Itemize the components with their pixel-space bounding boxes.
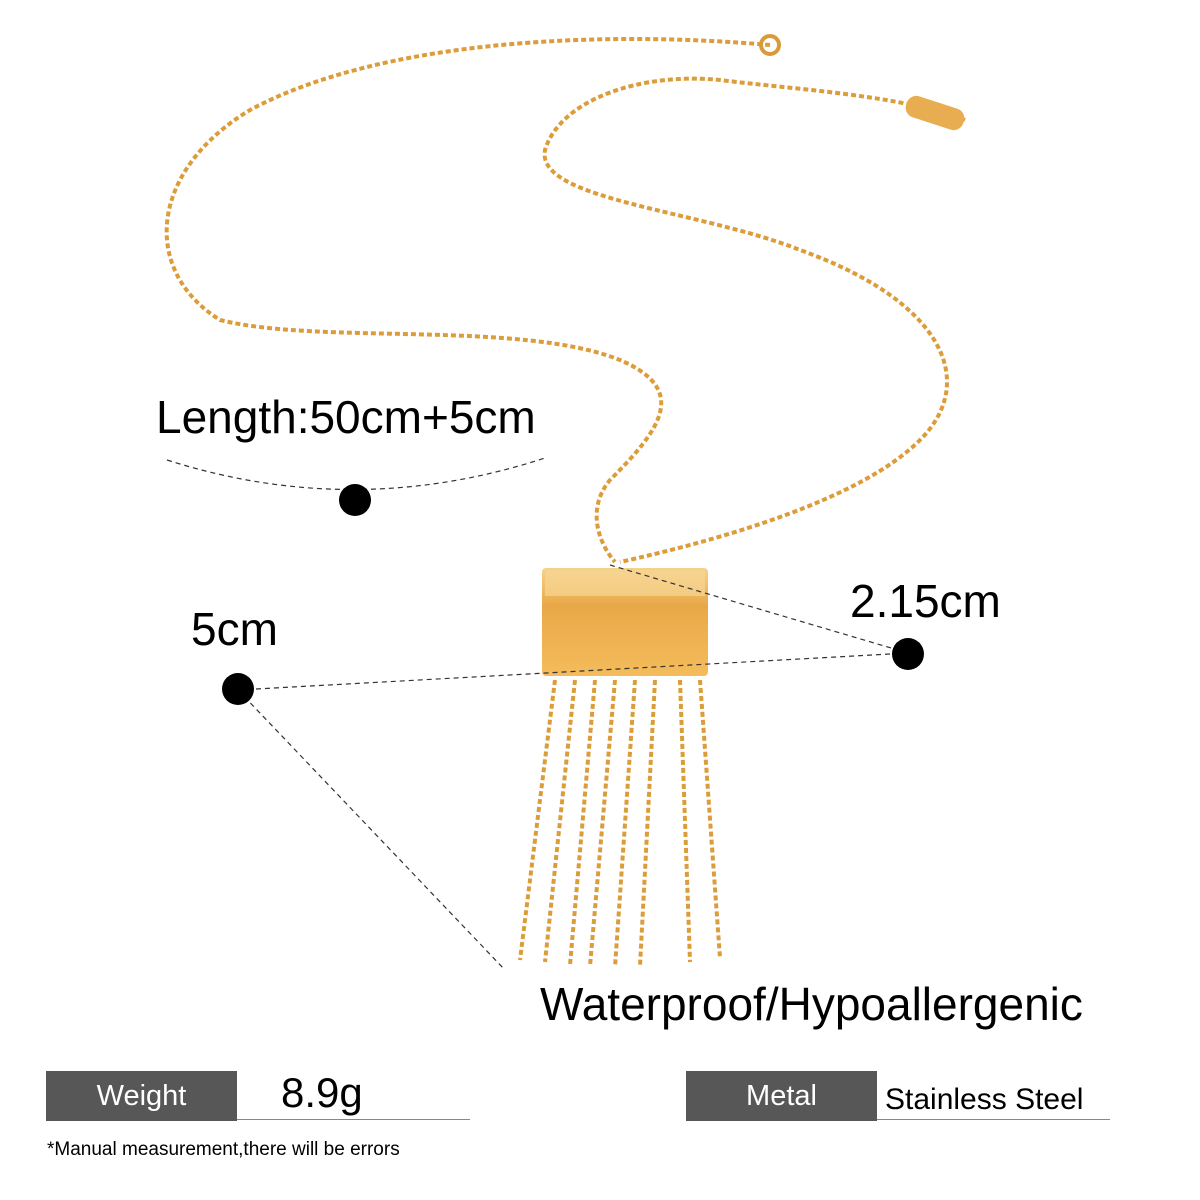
weight-value-cell: 8.9g bbox=[237, 1069, 470, 1120]
measurement-note: *Manual measurement,there will be errors bbox=[47, 1139, 400, 1160]
extender-tag bbox=[905, 95, 965, 131]
measurement-lines bbox=[166, 457, 909, 971]
clasp-icon bbox=[759, 34, 781, 56]
marker-dot bbox=[892, 638, 924, 670]
marker-dot bbox=[339, 484, 371, 516]
chain bbox=[164, 36, 966, 564]
metal-value-cell: Stainless Steel bbox=[877, 1071, 1110, 1120]
weight-label: Weight bbox=[46, 1071, 237, 1121]
height-label: 2.15cm bbox=[850, 575, 1001, 627]
metal-value: Stainless Steel bbox=[885, 1083, 1084, 1116]
weight-value: 8.9g bbox=[281, 1069, 363, 1116]
metal-label: Metal bbox=[686, 1071, 877, 1121]
tassel-chains bbox=[518, 679, 722, 968]
length-label: Length:50cm+5cm bbox=[156, 391, 536, 443]
feature-label: Waterproof/Hypoallergenic bbox=[540, 978, 1083, 1030]
marker-dot bbox=[222, 673, 254, 705]
width-label: 5cm bbox=[191, 603, 278, 655]
